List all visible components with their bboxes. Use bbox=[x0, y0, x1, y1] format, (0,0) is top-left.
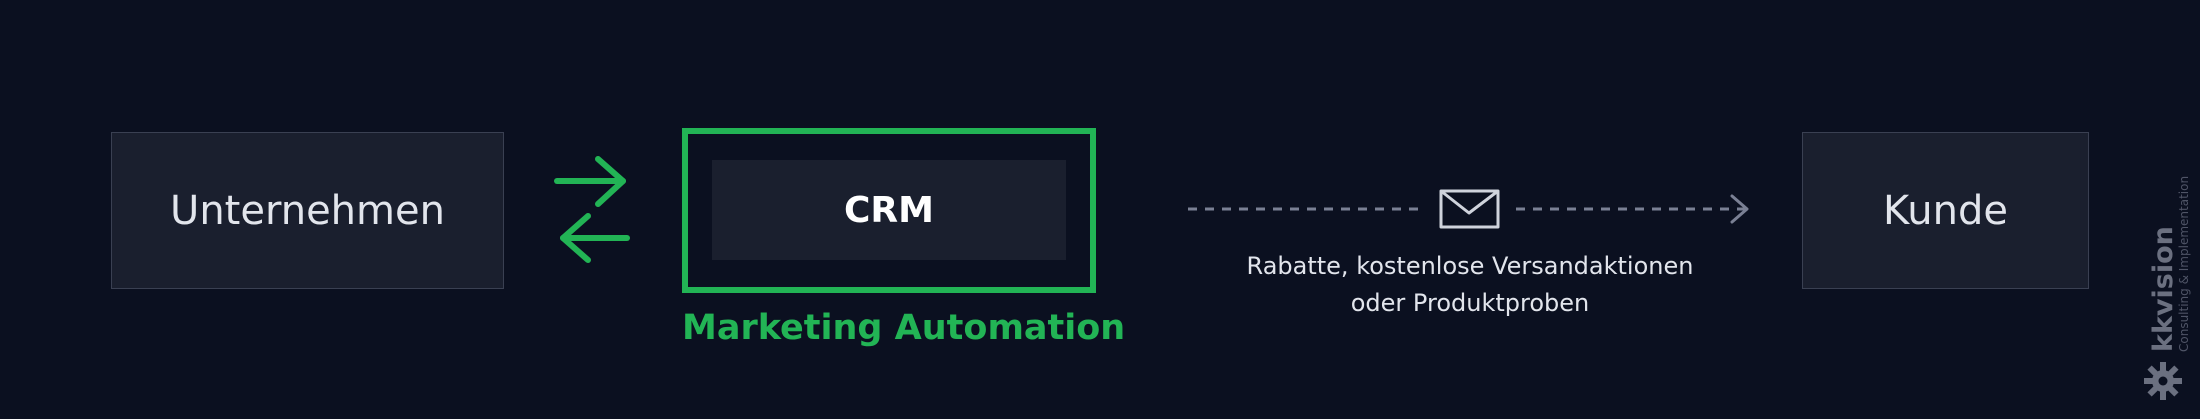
gear-icon bbox=[2144, 362, 2182, 400]
logo-name: kkvision bbox=[2148, 226, 2179, 352]
node-crm: CRM bbox=[712, 160, 1066, 260]
marketing-automation-frame bbox=[682, 128, 1096, 293]
logo-tagline: Consulting & Implementation bbox=[2177, 175, 2191, 352]
node-kunde-label: Kunde bbox=[1883, 187, 2008, 234]
caption-line-1: Rabatte, kostenlose Versandaktionen bbox=[1246, 252, 1694, 280]
node-unternehmen: Unternehmen bbox=[111, 132, 504, 289]
arrow-head-icon bbox=[1730, 194, 1749, 224]
node-kunde: Kunde bbox=[1802, 132, 2089, 289]
marketing-automation-label: Marketing Automation bbox=[682, 308, 1126, 348]
envelope-icon bbox=[1439, 189, 1500, 229]
node-unternehmen-label: Unternehmen bbox=[170, 187, 445, 234]
message-caption: Rabatte, kostenlose Versandaktionen oder… bbox=[1220, 248, 1720, 322]
bidirectional-arrows-icon bbox=[554, 156, 630, 263]
node-crm-label: CRM bbox=[844, 189, 934, 231]
caption-line-2: oder Produktproben bbox=[1350, 289, 1590, 317]
